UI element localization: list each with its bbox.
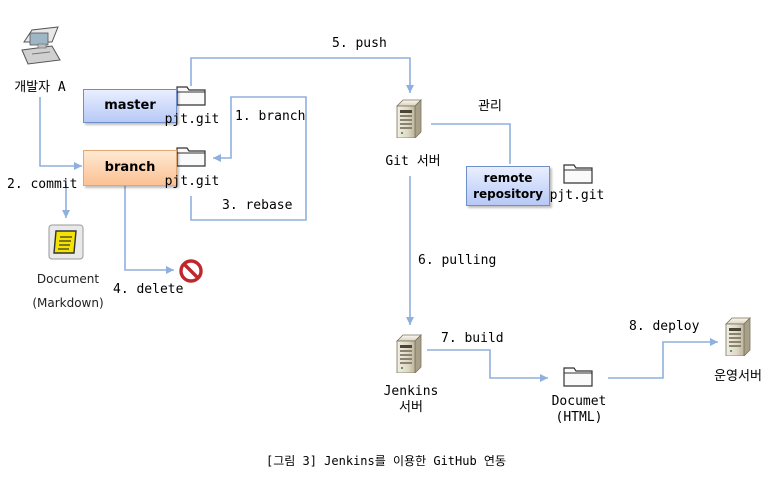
manage-label: 관리 [478,99,502,114]
production-server-label: 운영서버 [714,369,762,384]
remote-repository-box[interactable]: remote repository [466,166,550,206]
document-label-2: (Markdown) [32,296,104,310]
documet-label-1: Documet [551,394,607,409]
git-server-icon [396,99,422,138]
git-server-label: Git 서버 [385,154,441,169]
branch-box[interactable]: branch [83,150,177,186]
step-build-label: 7. build [441,331,504,346]
step-pulling-label: 6. pulling [418,253,497,268]
prohibited-icon [179,259,203,283]
jenkins-server-icon [396,334,422,373]
build-arrow [427,349,548,382]
deploy-arrow [608,338,718,379]
developer-to-branch-arrow [39,97,82,170]
manage-line [431,123,511,164]
delete-arrow [124,185,174,274]
branch-folder-icon [176,147,206,167]
figure-caption: [그림 3] Jenkins를 이용한 GitHub 연동 [265,454,507,468]
computer-icon [21,26,61,65]
master-box[interactable]: master [83,89,177,123]
developer-label: 개발자 A [14,80,66,95]
branch-repo-label: pjt.git [164,174,220,189]
remote-repository-label-2: repository [473,187,543,201]
step-deploy-label: 8. deploy [629,319,700,334]
remote-repo-folder-label: pjt.git [549,188,605,203]
jenkins-label-2: 서버 [399,400,423,415]
step-delete-label: 4. delete [113,282,184,297]
step-branch-label: 1. branch [235,109,306,124]
documet-label-2: (HTML) [555,410,603,425]
remote-repository-label-1: remote [483,171,533,185]
remote-folder-icon [563,164,593,184]
step-rebase-label: 3. rebase [222,198,293,213]
push-arrow [190,57,414,93]
document-icon [48,224,84,260]
html-folder-icon [563,367,593,387]
step-push-label: 5. push [332,36,387,51]
jenkins-label-1: Jenkins [383,384,439,399]
master-folder-icon [176,86,206,106]
production-server-icon [725,317,751,356]
document-label-1: Document [36,272,100,286]
step-commit-label: 2. commit [7,177,78,192]
master-repo-label: pjt.git [164,112,220,127]
branch-arrow [213,96,237,162]
rebase-loop [190,96,307,221]
